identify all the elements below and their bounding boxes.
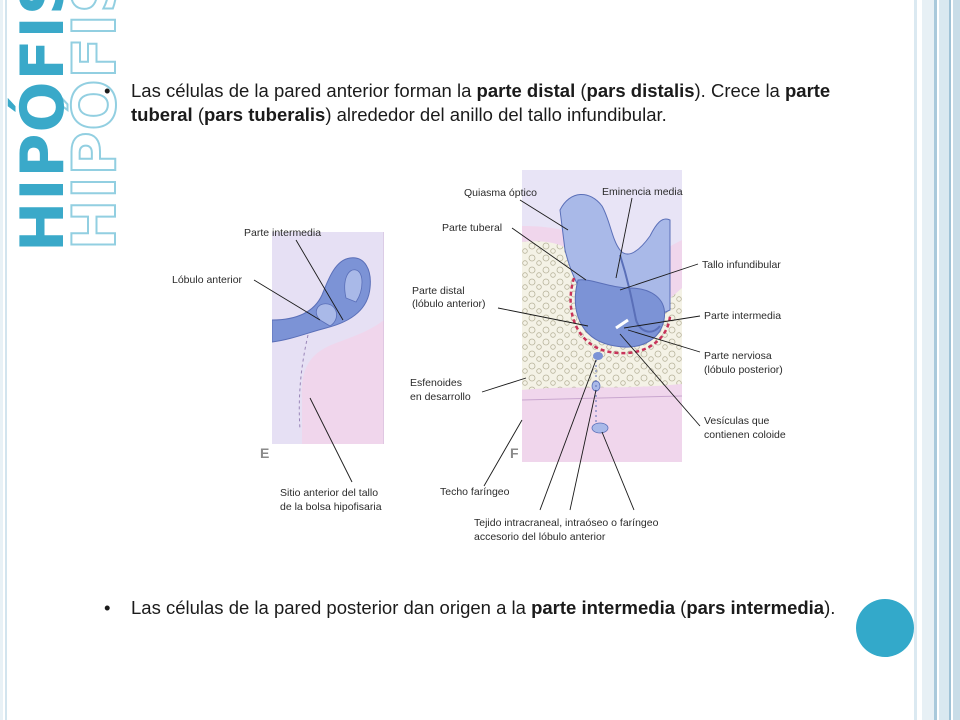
slide-title: HIPÓFISIS HIPÓFISIS bbox=[8, 0, 148, 260]
label-e-parte-intermedia: Parte intermedia bbox=[244, 227, 322, 239]
right-border-decoration bbox=[914, 0, 960, 720]
text-segment: ) alrededor del anillo del tallo infundi… bbox=[325, 104, 667, 125]
figure-drawing bbox=[253, 170, 701, 511]
label-f-tejido-line1: Tejido intracraneal, intraóseo o farínge… bbox=[474, 517, 659, 529]
text-segment: Las células de la pared anterior forman … bbox=[131, 80, 477, 101]
label-e-sitio-line1: Sitio anterior del tallo bbox=[280, 487, 379, 499]
label-f-techo-faringeo: Techo faríngeo bbox=[440, 486, 510, 498]
label-e-lobulo-anterior: Lóbulo anterior bbox=[172, 274, 243, 286]
text-segment: ( bbox=[675, 597, 687, 618]
label-f-vesiculas-line2: contienen coloide bbox=[704, 429, 786, 441]
label-f-eminencia-media: Eminencia media bbox=[602, 186, 683, 198]
label-f-esfenoides-line2: en desarrollo bbox=[410, 391, 471, 403]
bullet-marker: • bbox=[104, 597, 111, 618]
bullet-marker: • bbox=[104, 80, 111, 101]
panel-e-drawing bbox=[272, 232, 384, 444]
text-segment: ( bbox=[575, 80, 587, 101]
embryology-figure: Parte intermedia Lóbulo anterior Sitio a… bbox=[150, 170, 830, 550]
label-f-quiasma-optico: Quiasma óptico bbox=[464, 187, 537, 199]
text-segment: ). Crece la bbox=[694, 80, 785, 101]
label-f-tejido-line2: accesorio del lóbulo anterior bbox=[474, 531, 606, 543]
label-f-vesiculas-line1: Vesículas que bbox=[704, 415, 770, 427]
label-f-tallo-infundibular: Tallo infundibular bbox=[702, 259, 781, 271]
left-border-decoration bbox=[0, 0, 14, 720]
text-segment: Las células de la pared posterior dan or… bbox=[131, 597, 532, 618]
panel-f-letter: F bbox=[510, 445, 519, 461]
text-segment: ( bbox=[192, 104, 204, 125]
panel-f-drawing bbox=[522, 170, 682, 462]
bold-term: parte tuberal bbox=[131, 80, 831, 125]
label-f-parte-nerviosa-line2: (lóbulo posterior) bbox=[704, 364, 783, 376]
slide-title-text: HIPÓFISIS bbox=[8, 0, 78, 252]
bullet-bottom-text: Las células de la pared posterior dan or… bbox=[131, 596, 844, 620]
label-f-parte-intermedia: Parte intermedia bbox=[704, 310, 782, 322]
bold-term: parte intermedia bbox=[531, 597, 675, 618]
decorative-circle bbox=[856, 599, 914, 657]
label-f-parte-nerviosa-line1: Parte nerviosa bbox=[704, 350, 772, 362]
label-e-sitio-line2: de la bolsa hipofisaria bbox=[280, 501, 382, 513]
bold-term: parte distal bbox=[476, 80, 576, 101]
bold-term: pars distalis bbox=[586, 80, 695, 101]
leader-lines bbox=[253, 197, 701, 511]
label-f-parte-distal-line2: (lóbulo anterior) bbox=[412, 298, 486, 310]
bullet-top-text: Las células de la pared anterior forman … bbox=[131, 79, 894, 127]
bold-term: pars intermedia bbox=[686, 597, 825, 618]
panel-e-letter: E bbox=[260, 445, 270, 461]
label-f-parte-distal-line1: Parte distal bbox=[412, 285, 465, 297]
bold-term: pars tuberalis bbox=[204, 104, 326, 125]
label-f-esfenoides-line1: Esfenoides bbox=[410, 377, 462, 389]
label-f-parte-tuberal: Parte tuberal bbox=[442, 222, 503, 234]
text-segment: ). bbox=[824, 597, 836, 618]
